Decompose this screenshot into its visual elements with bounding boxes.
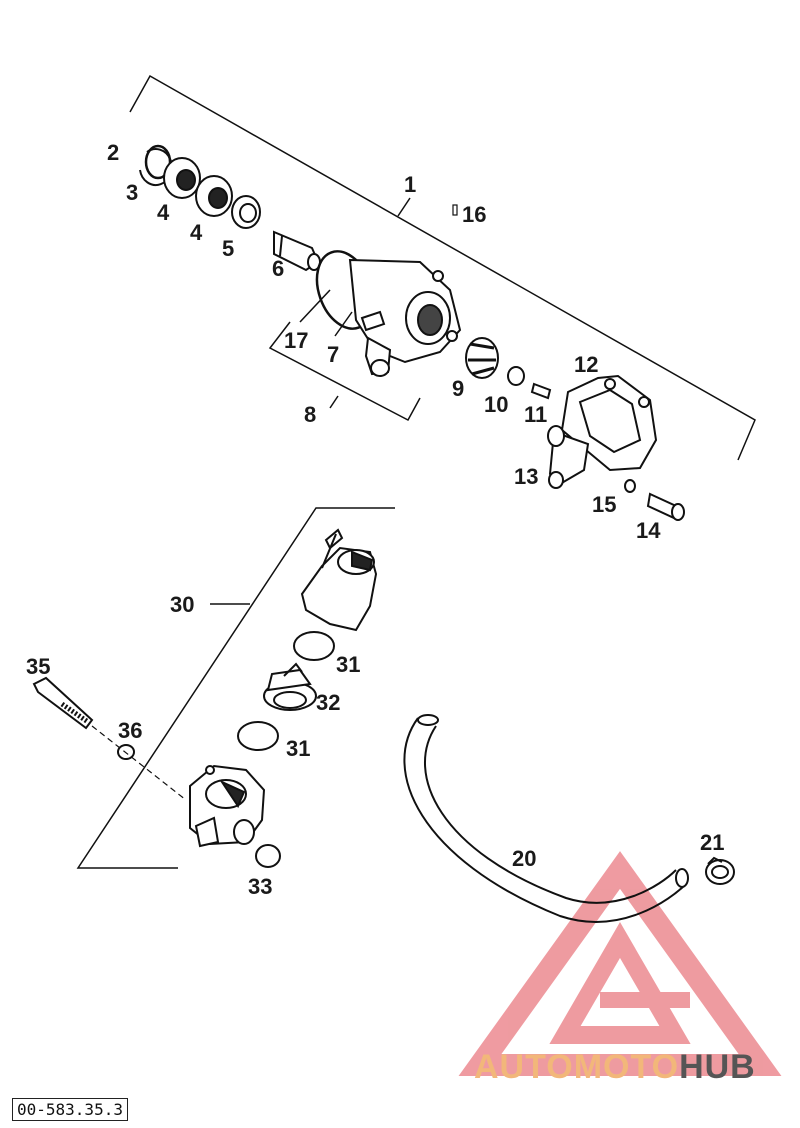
callout-7: 7: [327, 342, 339, 367]
callout-14: 14: [636, 518, 661, 543]
callout-6: 6: [272, 256, 284, 281]
callout-2: 2: [107, 140, 119, 165]
seal-part-5: [231, 195, 261, 229]
watermark-text: AUTOMOTOHUB: [474, 1048, 756, 1086]
callout-20: 20: [512, 846, 536, 871]
callout-13: 13: [514, 464, 538, 489]
callout-labels: 1 2 3 4 4 5 6 7 8 9 10 11 12 13 14 15 16…: [26, 140, 724, 899]
callout-36: 36: [118, 718, 142, 743]
bolt-part-35: [32, 676, 94, 730]
thermostat-cover-part-30: [300, 528, 378, 632]
callout-4b: 4: [190, 220, 203, 245]
callout-31-lower: 31: [286, 736, 310, 761]
impeller-part-9: [465, 337, 499, 379]
callout-10: 10: [484, 392, 508, 417]
oring-part-33: [255, 844, 281, 868]
hose-part-20: [403, 714, 689, 923]
callout-31-upper: 31: [336, 652, 360, 677]
washer-part-36: [117, 744, 135, 760]
thermostat-base-housing: [189, 764, 266, 848]
callout-30: 30: [170, 592, 194, 617]
callout-12: 12: [574, 352, 598, 377]
watermark-part2: HUB: [679, 1048, 756, 1086]
thermostat-group-bracket: [76, 507, 395, 869]
oring-part-15: [624, 479, 636, 493]
reference-code: 00-583.35.3: [12, 1098, 128, 1121]
pump-cover-part-12: [560, 374, 658, 472]
callout-35: 35: [26, 654, 50, 679]
callout-3: 3: [126, 180, 138, 205]
callout-21: 21: [700, 830, 724, 855]
callout-32: 32: [316, 690, 340, 715]
callout-16: 16: [462, 202, 486, 227]
shaft-part-6: [273, 230, 321, 272]
oring-part-31-lower: [237, 721, 279, 751]
bearing-part-4b: [195, 175, 233, 217]
callout-8: 8: [304, 402, 316, 427]
callout-33: 33: [248, 874, 272, 899]
marker-part-16: [452, 204, 458, 216]
callout-5: 5: [222, 236, 234, 261]
top-group-bracket: [129, 74, 756, 461]
watermark-logo: [458, 851, 782, 1076]
pump-housing-part-7: [348, 258, 462, 377]
callout-17: 17: [284, 328, 308, 353]
watermark-part1: AUTOMOTO: [474, 1048, 679, 1086]
callout-4a: 4: [157, 200, 170, 225]
outlet-spigot-part-13: [547, 425, 590, 489]
callout-1: 1: [404, 172, 416, 197]
bearing-part-4a: [163, 157, 201, 199]
hose-clamp-part-21: [705, 856, 735, 885]
bolt-part-11: [530, 382, 552, 400]
oring-part-31-upper: [293, 631, 335, 661]
callout-11: 11: [524, 402, 547, 427]
bolt-part-14: [646, 492, 685, 521]
thermostat-part-32: [263, 662, 317, 711]
callout-15: 15: [592, 492, 616, 517]
callout-9: 9: [452, 376, 464, 401]
washer-part-10: [507, 366, 525, 386]
